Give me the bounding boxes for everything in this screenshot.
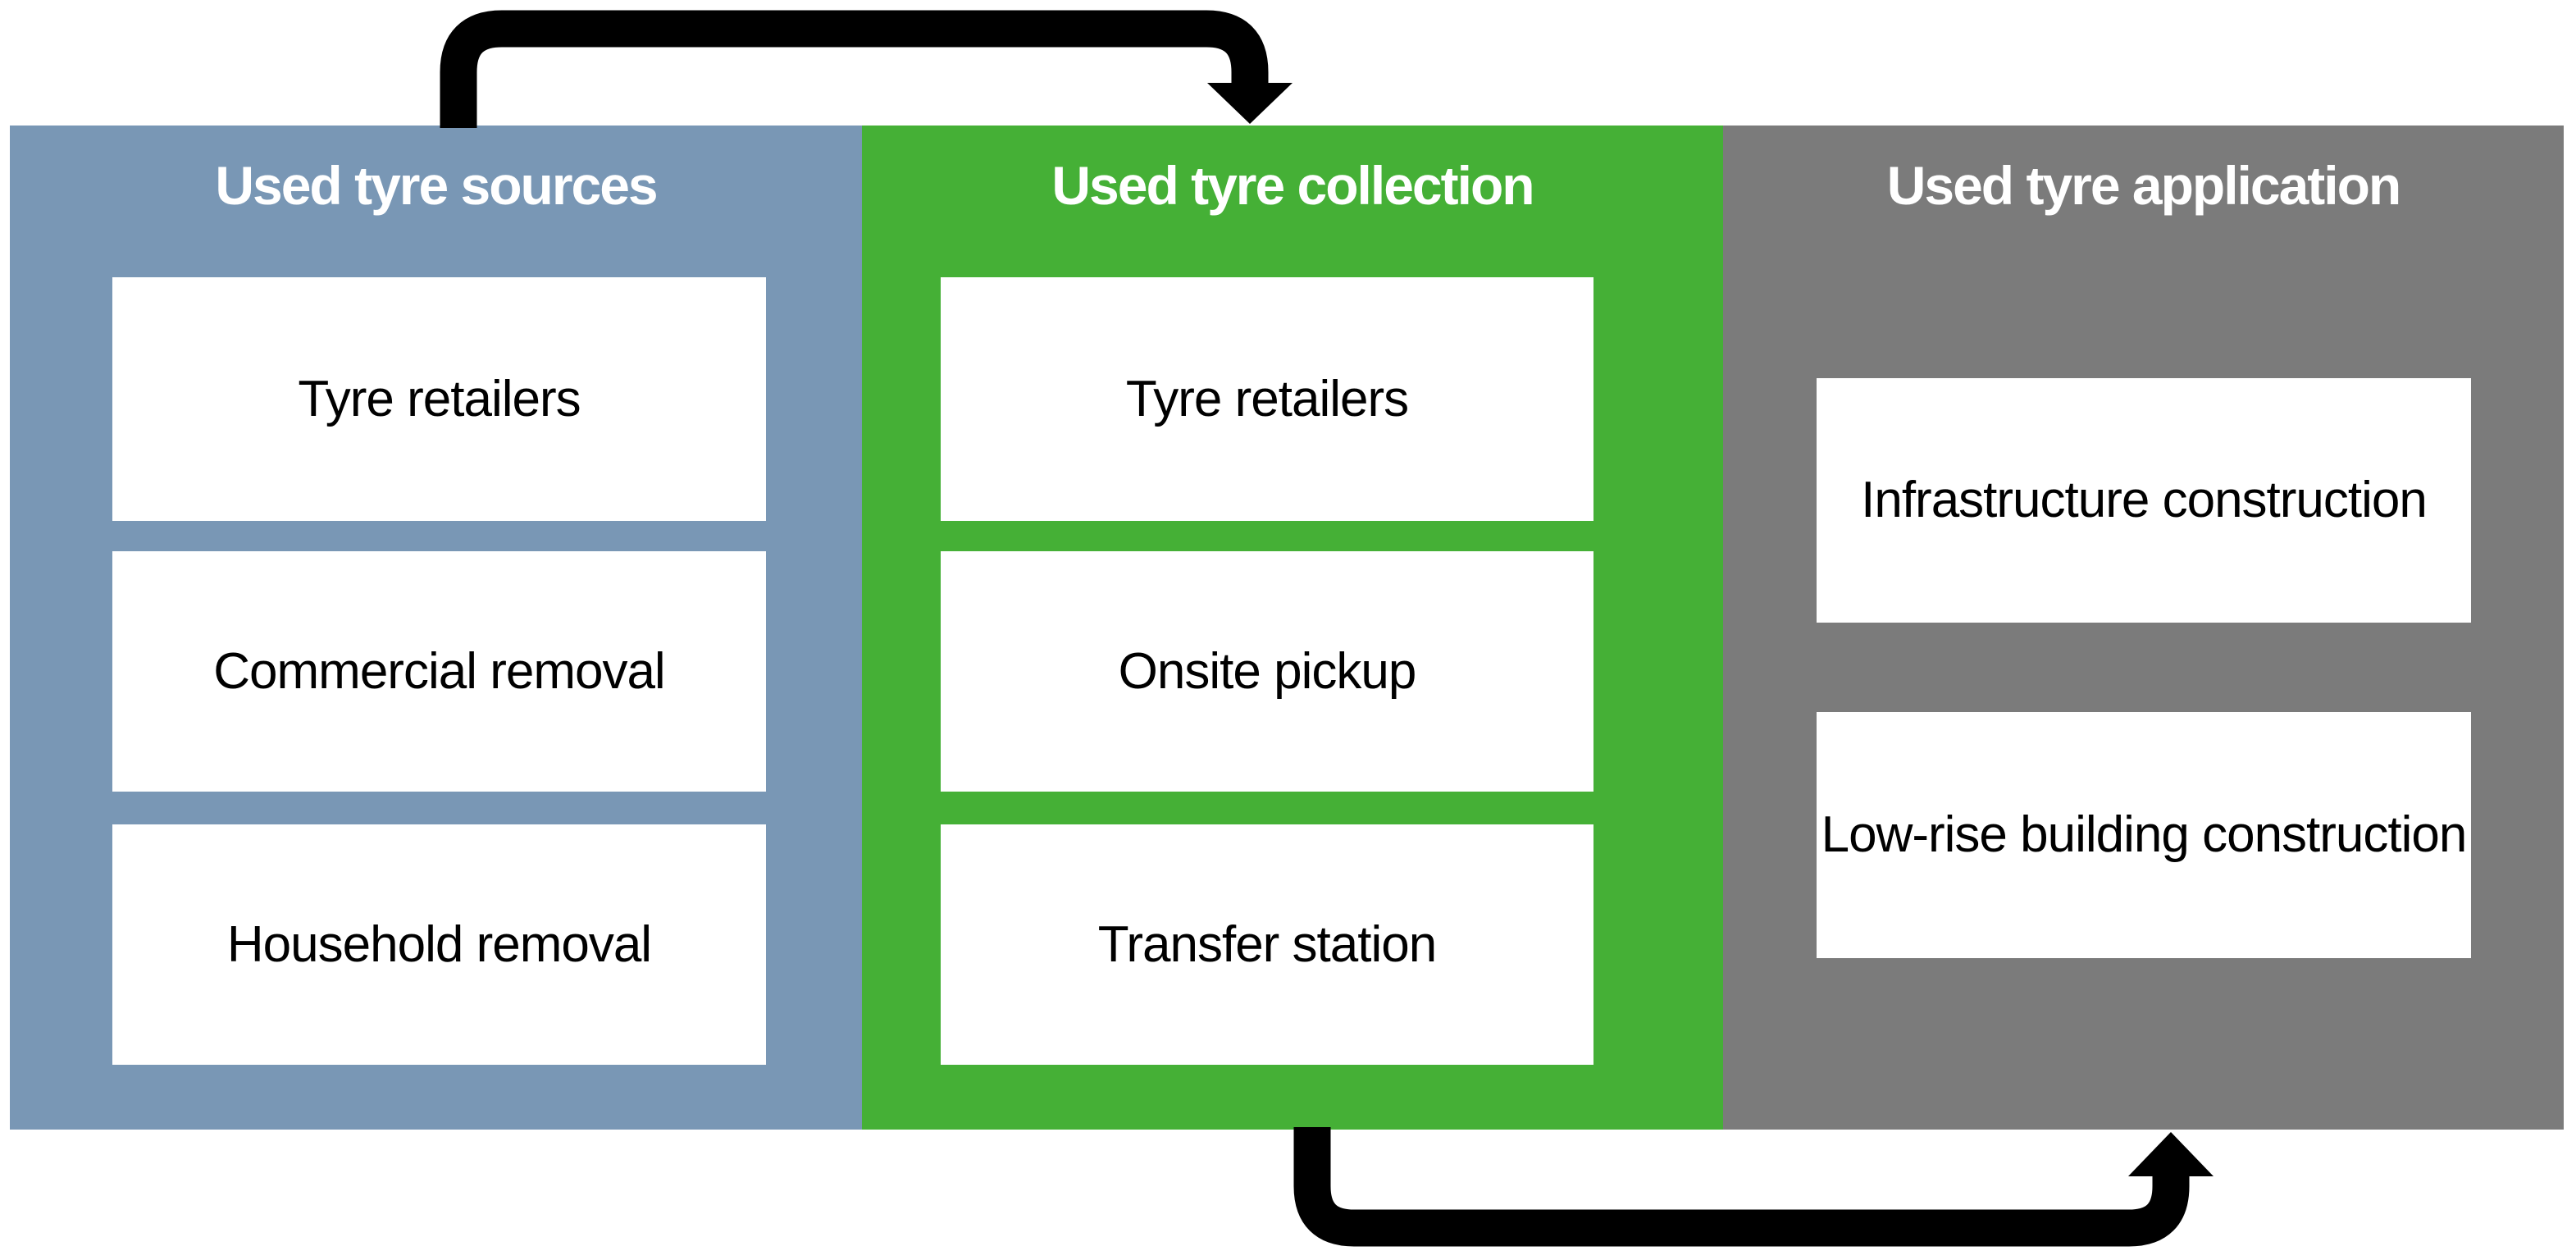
- arrow-line-top: [440, 10, 1269, 128]
- arrow-collection-to-application: [1293, 1127, 2214, 1247]
- column-used-tyre-application: Used tyre application Infrastructure con…: [1723, 126, 2564, 1130]
- box-label: Infrastructure construction: [1861, 472, 2428, 529]
- arrow-sources-to-collection: [440, 10, 1293, 128]
- box-commercial-removal: Commercial removal: [112, 551, 766, 792]
- box-transfer-station: Transfer station: [941, 824, 1593, 1065]
- box-tyre-retailers-collection: Tyre retailers: [941, 277, 1593, 521]
- column-used-tyre-collection: Used tyre collection Tyre retailers Onsi…: [862, 126, 1723, 1130]
- box-label: Onsite pickup: [1118, 642, 1417, 700]
- column-used-tyre-sources: Used tyre sources Tyre retailers Commerc…: [10, 126, 862, 1130]
- column-title-sources: Used tyre sources: [215, 155, 658, 216]
- box-label: Low-rise building construction: [1821, 806, 2468, 864]
- box-infrastructure-construction: Infrastructure construction: [1817, 378, 2471, 623]
- arrowhead-down-icon: [1207, 83, 1293, 124]
- box-low-rise-building-construction: Low-rise building construction: [1817, 712, 2471, 958]
- box-label: Commercial removal: [213, 642, 665, 700]
- box-tyre-retailers-source: Tyre retailers: [112, 277, 766, 521]
- box-label: Transfer station: [1097, 915, 1437, 973]
- box-onsite-pickup: Onsite pickup: [941, 551, 1593, 792]
- box-household-removal: Household removal: [112, 824, 766, 1065]
- column-title-collection: Used tyre collection: [1051, 155, 1534, 216]
- arrow-line-bottom: [1293, 1127, 2190, 1247]
- box-label: Household removal: [226, 915, 652, 973]
- box-label: Tyre retailers: [1125, 370, 1409, 427]
- box-label: Tyre retailers: [298, 370, 581, 427]
- column-title-application: Used tyre application: [1886, 155, 2402, 216]
- arrowhead-up-icon: [2128, 1132, 2214, 1176]
